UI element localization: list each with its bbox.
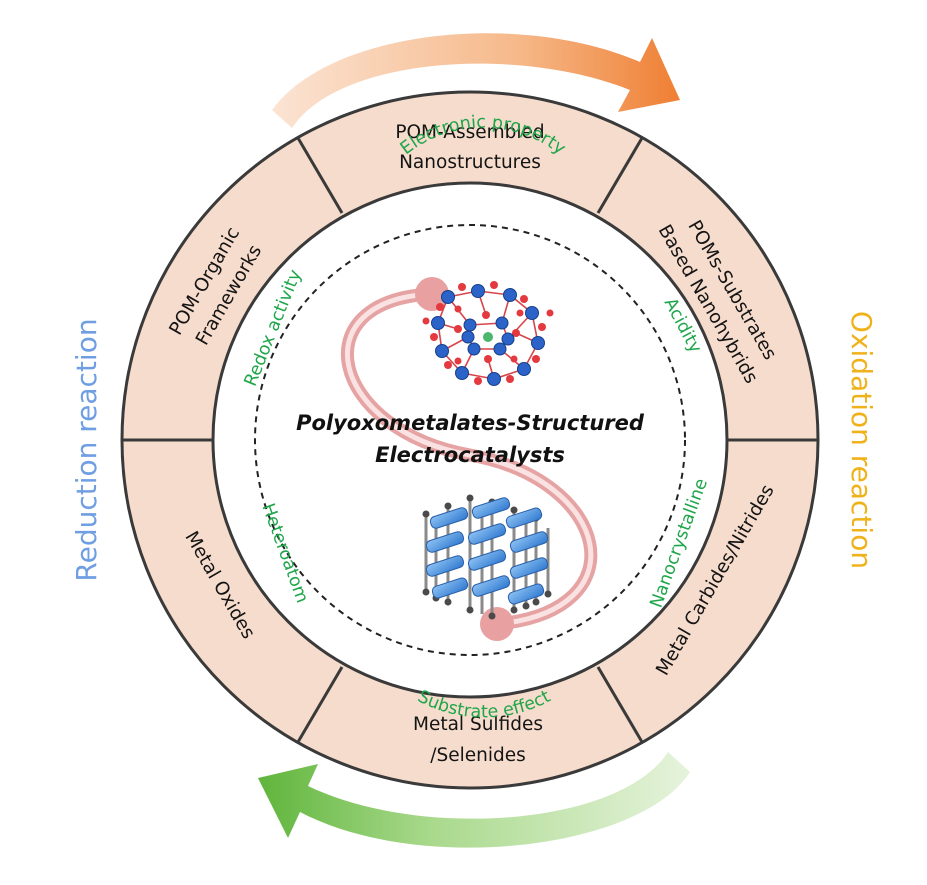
oxidation-cycle-arrow: [272, 33, 680, 128]
crystal-lattice-image: [422, 494, 552, 620]
segment-assembled-line1: POM-Assembled: [395, 122, 544, 143]
center-title-line1: Polyoxometalates-Structured: [296, 411, 645, 435]
segment-assembled: POM-Assembled Nanostructures: [395, 122, 544, 173]
category-ring: [120, 90, 820, 790]
segment-sulfides-line1: Metal Sulfides: [413, 714, 543, 735]
reduction-reaction-label: Reduction reaction: [70, 318, 103, 581]
reduction-cycle-arrow: [258, 752, 690, 848]
pom-cluster-image: [422, 281, 554, 386]
segment-sulfides-line2: /Selenides: [430, 745, 526, 766]
ring-divider: [296, 666, 344, 743]
inner-dashed-circle: [254, 224, 686, 656]
ring-divider: [596, 666, 644, 743]
ring-divider: [596, 137, 644, 214]
oxidation-reaction-label: Oxidation reaction: [845, 311, 878, 569]
ring-divider: [296, 137, 344, 214]
center-title-line2: Electrocatalysts: [375, 443, 565, 467]
s-connector: [340, 277, 598, 641]
connector-end-bottom: [480, 607, 514, 641]
connector-end-top: [415, 277, 449, 311]
segment-assembled-line2: Nanostructures: [399, 152, 541, 173]
segment-sulfides: Metal Sulfides /Selenides: [413, 714, 543, 766]
